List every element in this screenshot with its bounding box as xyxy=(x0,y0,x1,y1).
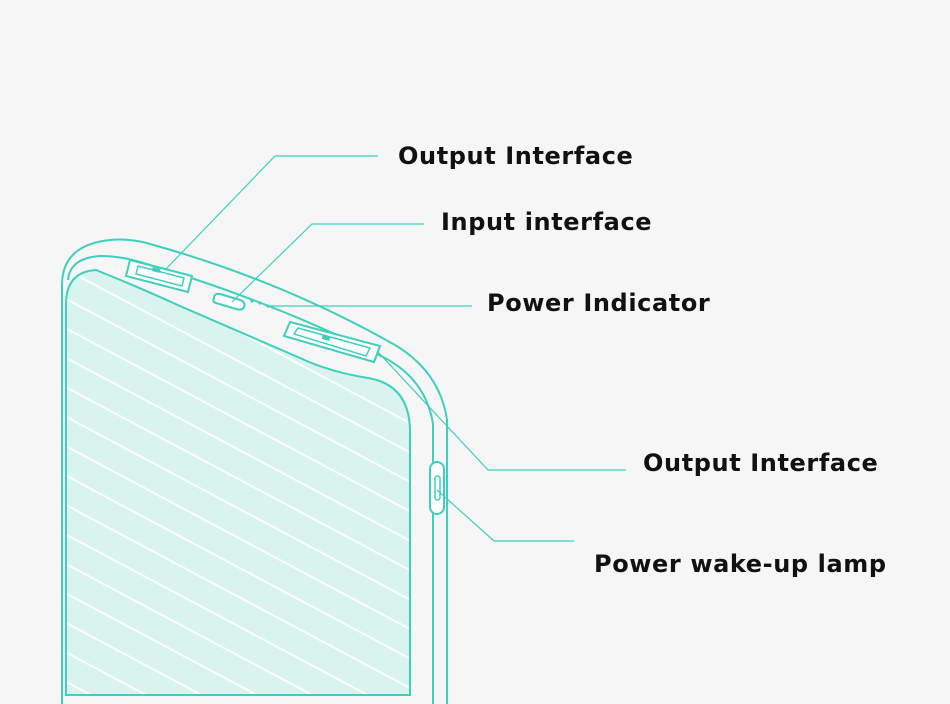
device-outer-shell xyxy=(61,238,448,704)
top-output-port xyxy=(124,258,194,294)
leader-input xyxy=(231,223,424,303)
side-wakeup-lamp xyxy=(429,461,445,515)
label-output-interface-side: Output Interface xyxy=(643,449,879,477)
second-output-port xyxy=(282,320,382,364)
device-top-rim xyxy=(67,254,434,704)
power-indicator-dots xyxy=(250,299,270,308)
device-front-face xyxy=(65,268,411,696)
label-power-wakeup-lamp: Power wake-up lamp xyxy=(594,550,887,578)
leader-lines xyxy=(164,155,626,542)
label-input-interface: Input interface xyxy=(441,208,653,236)
input-port xyxy=(212,292,246,311)
label-power-indicator: Power Indicator xyxy=(487,289,711,317)
label-output-interface-top: Output Interface xyxy=(398,142,634,170)
leader-wakeup-lamp xyxy=(436,489,574,542)
leader-output-top xyxy=(164,155,378,271)
leader-output-side xyxy=(377,351,626,471)
